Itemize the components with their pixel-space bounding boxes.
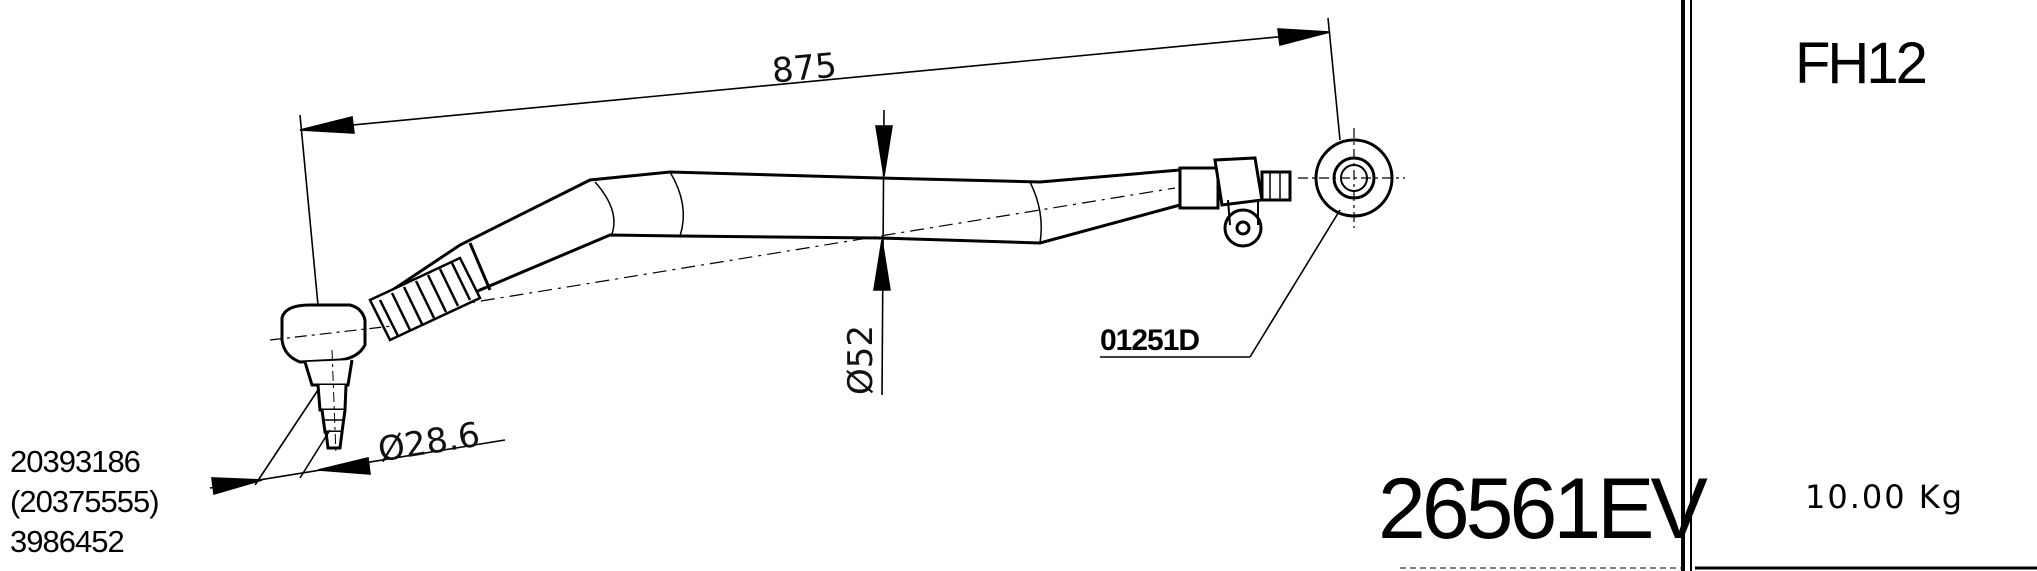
right-collar xyxy=(1260,170,1292,202)
ball-pin-arrow-left xyxy=(211,477,263,496)
thread-line-5 xyxy=(426,274,448,313)
tube-bend-mark-1 xyxy=(594,181,615,235)
length-arrow-right xyxy=(1277,28,1331,47)
tube-diameter-value: Ø52 xyxy=(841,325,881,395)
tube-upper-edge xyxy=(384,168,1181,297)
tube-bend-mark-3 xyxy=(1029,181,1042,244)
left-threaded-section xyxy=(368,256,482,342)
tube-centerline xyxy=(394,187,1176,316)
article-number: 26561EV xyxy=(1378,461,1708,557)
length-arrow-left xyxy=(299,116,355,134)
right-end-assembly xyxy=(1178,128,1405,248)
oem-number: 20393186 xyxy=(10,444,141,479)
length-dimension-line xyxy=(299,31,1331,131)
right-sleeve xyxy=(1178,166,1220,210)
clamp-bolt-hole xyxy=(1235,220,1251,236)
length-dimension-value: 875 xyxy=(770,46,838,92)
ball-pin-tip xyxy=(324,431,344,450)
ball-pin-extension-right xyxy=(299,429,331,479)
thread-line-6 xyxy=(438,268,460,307)
ball-pin-extension-left xyxy=(254,389,319,486)
ball-pin-arrow-right xyxy=(317,457,371,475)
clamp-leader-line xyxy=(1249,209,1341,358)
ball-pin-shank xyxy=(316,384,348,412)
thread-line-1 xyxy=(378,299,400,337)
tube-diameter-arrow-bottom xyxy=(873,239,891,291)
clamp-body xyxy=(1213,156,1264,207)
thread-line-3 xyxy=(402,286,424,325)
tube-diameter-arrow-top xyxy=(875,125,893,177)
thread-line-4 xyxy=(414,280,436,319)
sheet-frame xyxy=(1400,0,2037,571)
left-ball-joint xyxy=(269,303,393,456)
oem-number: (20375555) xyxy=(10,484,160,519)
tube-step-left xyxy=(468,242,492,291)
oem-number-list: 20393186 (20375555) 3986452 xyxy=(10,442,160,562)
clamp-leg-left xyxy=(1227,199,1231,226)
ball-pin-diameter-dimension xyxy=(209,389,506,496)
length-dimension xyxy=(299,17,1341,306)
oem-number: 3986452 xyxy=(10,524,125,559)
tube-lower-edge xyxy=(399,203,1181,337)
ball-pin-diameter-value: Ø28.6 xyxy=(375,415,482,471)
clamp-part-number: 01251D xyxy=(1100,324,1199,357)
thread-line-7 xyxy=(450,262,472,301)
length-extension-left xyxy=(299,114,319,306)
clamp-leader xyxy=(1100,209,1341,358)
ball-pin-axis xyxy=(331,349,337,456)
tube-bend-mark-2 xyxy=(669,171,685,237)
vehicle-model: FH12 xyxy=(1795,31,1928,96)
ball-joint-neck xyxy=(303,359,354,387)
drag-link-tube xyxy=(384,168,1182,337)
ball-pin-thread xyxy=(320,409,347,434)
part-weight: 10.00 Kg xyxy=(1805,478,1965,516)
tube-diameter-dimension xyxy=(873,109,893,396)
length-extension-right xyxy=(1327,17,1341,141)
thread-line-2 xyxy=(390,292,412,331)
ball-joint-centerline xyxy=(269,325,393,341)
